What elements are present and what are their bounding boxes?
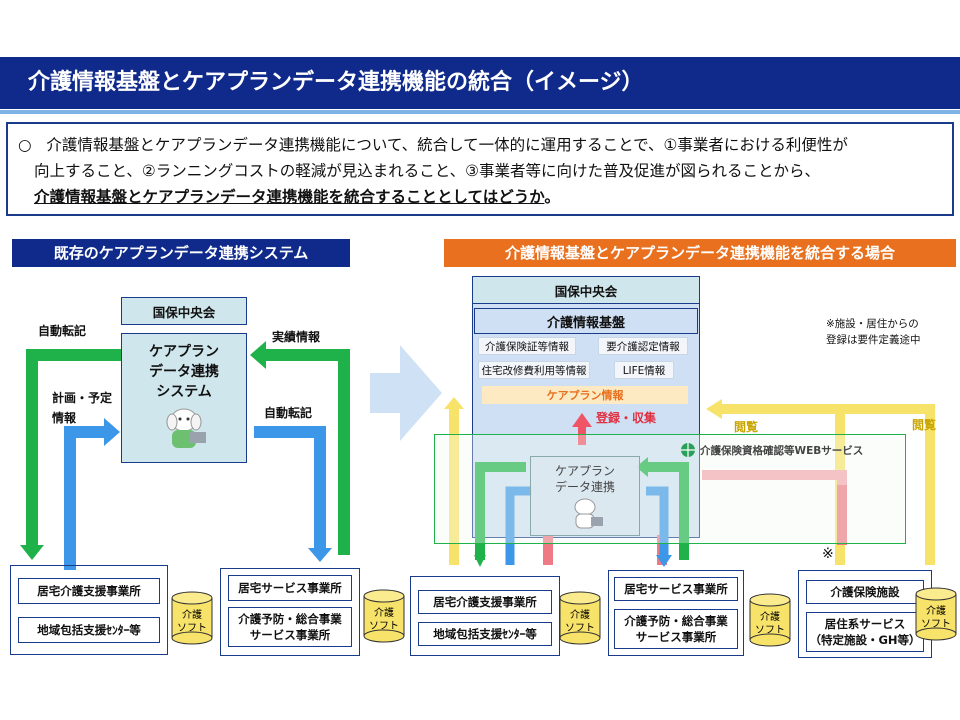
item-hokensho: 介護保険証等情報: [478, 337, 576, 355]
right-soft-cylinder-2: 介護 ソフト: [749, 593, 791, 647]
label-plan-info: 計画・予定 情報: [52, 391, 113, 425]
right-section-heading: 介護情報基盤とケアプランデータ連携機能を統合する場合: [444, 239, 956, 267]
web-service-label: 介護保険資格確認等WEBサービス: [680, 442, 863, 458]
item-life: LIFE情報: [614, 361, 674, 379]
left-service-box: 居宅サービス事業所: [228, 575, 352, 601]
note-text: ※施設・居住からの 登録は要件定義途中: [826, 318, 921, 346]
left-care-manager-group: [10, 565, 168, 655]
svg-text:ソフト: ソフト: [755, 625, 785, 636]
label-result-info: 実績情報: [272, 330, 321, 344]
mascot-icon-small: [574, 498, 603, 529]
blue-arrowhead-left: [104, 418, 120, 446]
right-soft-cylinder-3: 介護 ソフト: [915, 587, 957, 641]
green-arrow-right: [266, 349, 350, 555]
right-yobo-box: 介護予防・総合事業 サービス事業所: [614, 609, 738, 649]
svg-text:ソフト: ソフト: [921, 619, 951, 630]
left-section-heading: 既存のケアプランデータ連携システム: [12, 239, 350, 267]
left-soft-cylinder-2: 介護 ソフト: [363, 589, 405, 643]
green-arrow-left: [26, 349, 122, 545]
left-service-group: [220, 568, 360, 656]
note-mark: ※: [822, 546, 834, 562]
svg-text:ソフト: ソフト: [177, 623, 207, 634]
left-yobo-box: 介護予防・総合事業 サービス事業所: [228, 607, 352, 647]
svg-text:ソフト: ソフト: [369, 621, 399, 632]
careplan-link-box: ケアプラン データ連携: [530, 456, 640, 536]
item-jutaku: 住宅改修費利用等情報: [478, 361, 590, 379]
blue-arrow-left: [64, 426, 104, 570]
green-arrow-r1: [475, 462, 526, 560]
bullet-mark: ○: [18, 136, 32, 154]
intro-line-1: ○ 介護情報基盤とケアプランデータ連携機能について、統合して一体的に運用すること…: [18, 136, 848, 154]
right-kyoju-box: 居住系サービス （特定施設・GH等）: [806, 612, 924, 652]
right-houkatsu-box: 地域包括支援ｾﾝﾀｰ等: [418, 622, 552, 646]
left-kokuho-box: 国保中央会: [121, 297, 247, 325]
green-arrowhead-left: [20, 545, 44, 560]
right-arrows: [444, 397, 935, 567]
browse-label-2: 閲覧: [912, 418, 937, 432]
green-arrowhead-right: [250, 341, 266, 369]
intro-box: ○ 介護情報基盤とケアプランデータ連携機能について、統合して一体的に運用すること…: [6, 122, 954, 216]
svg-text:介護: 介護: [760, 610, 780, 623]
mascot-icon: [166, 408, 206, 448]
intro-line-2: 向上すること、②ランニングコストの軽減が見込まれること、③事業者等に向けた普及促…: [34, 162, 821, 180]
left-arrows: [20, 341, 350, 570]
label-auto-transfer-2: 自動転記: [264, 406, 313, 420]
blue-arrow-right: [254, 426, 326, 548]
item-careplan: ケアプラン情報: [482, 386, 688, 404]
svg-text:介護: 介護: [182, 608, 202, 621]
kiban-title-box: 介護情報基盤: [474, 308, 698, 334]
left-kyotaku-box: 居宅介護支援事業所: [18, 578, 160, 604]
right-kokuho-box: 国保中央会: [472, 276, 700, 304]
svg-text:介護: 介護: [374, 606, 394, 619]
left-houkatsu-box: 地域包括支援ｾﾝﾀｰ等: [18, 617, 160, 643]
label-auto-transfer-1: 自動転記: [38, 324, 87, 338]
item-nintei: 要介護認定情報: [598, 337, 688, 355]
register-label: 登録・収集: [596, 411, 657, 425]
yellow-arrow-right: [722, 404, 935, 565]
careplan-system-box: ケアプラン データ連携 システム: [121, 333, 247, 463]
right-service-group: [608, 570, 744, 656]
intro-line-3: 介護情報基盤とケアプランデータ連携機能を統合することとしてはどうか。: [34, 188, 560, 206]
globe-icon: [681, 443, 695, 457]
right-kyotaku-box: 居宅介護支援事業所: [418, 590, 552, 614]
svg-text:介護: 介護: [926, 604, 946, 617]
right-soft-cylinder-1: 介護 ソフト: [559, 591, 601, 645]
left-soft-cylinder-1: 介護 ソフト: [171, 591, 213, 645]
web-service-frame: [434, 434, 906, 544]
browse-label-1: 閲覧: [734, 420, 759, 434]
page-title: 介護情報基盤とケアプランデータ連携機能の統合（イメージ）: [0, 57, 960, 114]
blue-arrowhead-right: [308, 548, 332, 562]
right-service-box: 居宅サービス事業所: [614, 577, 738, 601]
right-shisetsu-box: 介護保険施設: [806, 580, 924, 604]
green-arrow-r2: [648, 462, 689, 560]
svg-text:ソフト: ソフト: [565, 623, 595, 634]
transition-arrow-icon: [370, 345, 442, 441]
svg-text:介護: 介護: [570, 608, 590, 621]
